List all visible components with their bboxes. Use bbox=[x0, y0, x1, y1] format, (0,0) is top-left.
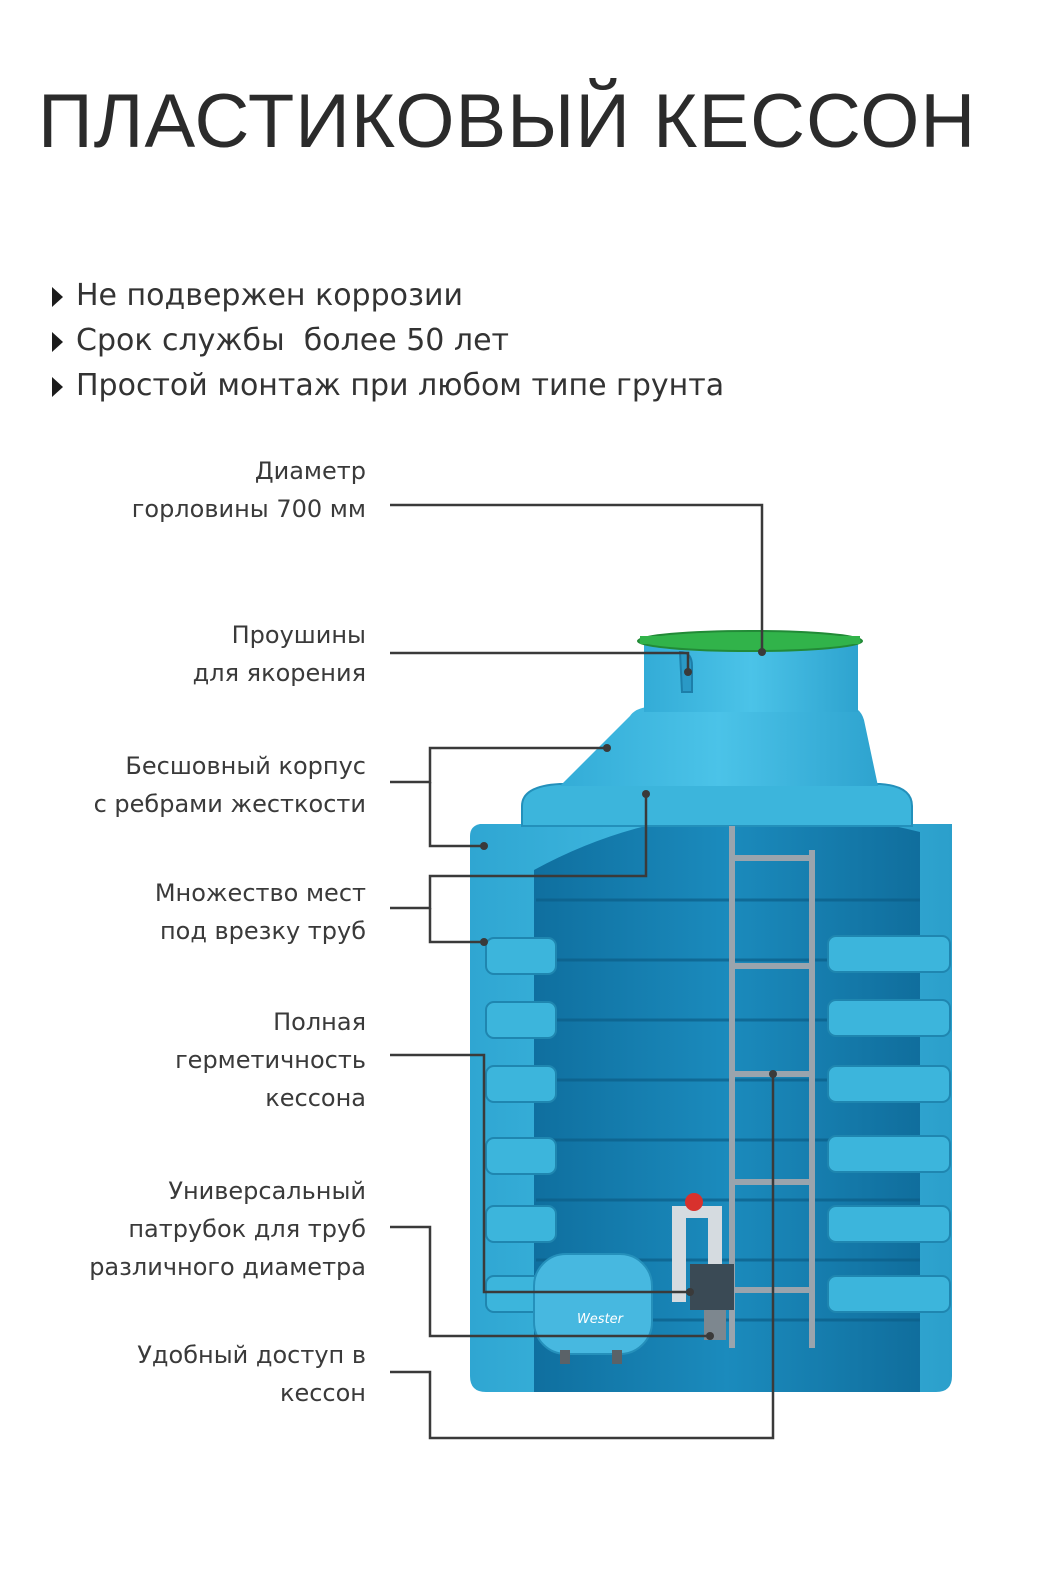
left-wall-ribs bbox=[485, 937, 557, 1313]
right-wall-ribs bbox=[827, 935, 951, 1313]
bullet-triangle-icon bbox=[52, 377, 63, 397]
leader-dots bbox=[480, 648, 777, 1340]
feature-list: Не подвержен коррозии Срок службы более … bbox=[50, 278, 724, 413]
page-title: ПЛАСТИКОВЫЙ КЕССОН bbox=[38, 79, 977, 164]
feature-item: Срок службы более 50 лет bbox=[50, 323, 724, 368]
bullet-triangle-icon bbox=[52, 332, 63, 352]
pressure-tank: Wester bbox=[533, 1253, 653, 1364]
feature-item: Не подвержен коррозии bbox=[50, 278, 724, 323]
bullet-triangle-icon bbox=[52, 287, 63, 307]
tank-shoulder bbox=[521, 783, 913, 827]
tank-cone bbox=[560, 706, 878, 786]
leader-lines bbox=[390, 503, 775, 1440]
pipework bbox=[672, 1193, 734, 1340]
tank-interior bbox=[534, 812, 920, 1392]
brand-label: Wester bbox=[577, 1312, 625, 1327]
feature-item: Простой монтаж при любом типе грунта bbox=[50, 368, 724, 413]
valve-icon bbox=[685, 1193, 703, 1211]
